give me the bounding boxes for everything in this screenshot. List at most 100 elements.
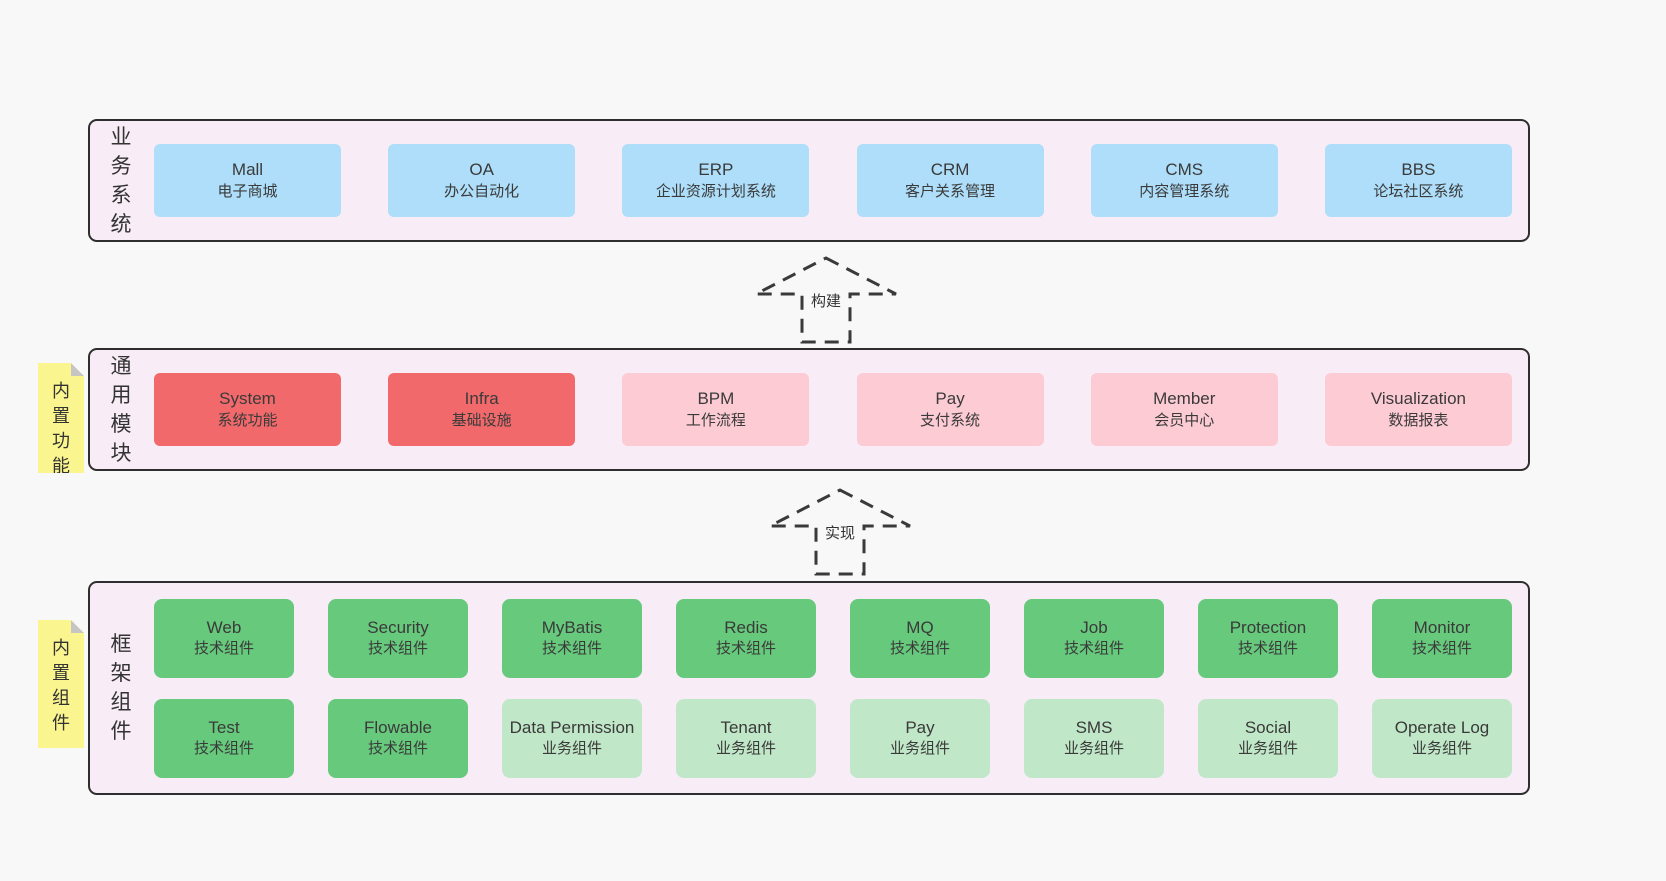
components-row-1: Web 技术组件 Security 技术组件 MyBatis 技术组件 Redi… bbox=[154, 598, 1512, 678]
sticky-note-text: 内置功能 bbox=[52, 381, 70, 476]
box-subtitle: 数据报表 bbox=[1388, 411, 1449, 429]
box-subtitle: 业务组件 bbox=[889, 740, 950, 758]
box-subtitle: 技术组件 bbox=[1237, 640, 1298, 658]
sticky-fold-corner bbox=[71, 620, 84, 633]
box-subtitle: 电子商城 bbox=[217, 182, 278, 200]
box-subtitle: 技术组件 bbox=[367, 740, 428, 758]
box-title: System bbox=[219, 389, 276, 409]
box-title: Redis bbox=[724, 617, 768, 637]
box-title: BPM bbox=[697, 389, 735, 409]
box-security: Security 技术组件 bbox=[328, 598, 468, 678]
box-title: OA bbox=[469, 160, 494, 180]
box-title: Data Permission bbox=[509, 717, 635, 737]
box-title: CMS bbox=[1165, 160, 1204, 180]
box-subtitle: 论坛社区系统 bbox=[1373, 182, 1464, 200]
box-title: Job bbox=[1080, 617, 1108, 637]
arrow-implement: 实现 bbox=[765, 488, 915, 576]
section-modules-label: 通用模块 bbox=[110, 354, 132, 465]
sticky-note-built-in-features: 内置功能 bbox=[38, 363, 84, 473]
components-row-2: Test 技术组件 Flowable 技术组件 Data Permission … bbox=[154, 698, 1512, 778]
box-title: Operate Log bbox=[1394, 717, 1490, 737]
box-subtitle: 会员中心 bbox=[1154, 411, 1215, 429]
box-flowable: Flowable 技术组件 bbox=[328, 698, 468, 778]
box-social: Social 业务组件 bbox=[1198, 698, 1338, 778]
box-title: Infra bbox=[464, 389, 499, 409]
box-operate-log: Operate Log 业务组件 bbox=[1372, 698, 1512, 778]
box-title: Mall bbox=[231, 160, 264, 180]
box-title: Pay bbox=[905, 717, 935, 737]
box-title: Protection bbox=[1229, 617, 1307, 637]
box-title: MQ bbox=[906, 617, 934, 637]
box-subtitle: 业务组件 bbox=[541, 740, 602, 758]
box-subtitle: 技术组件 bbox=[193, 640, 254, 658]
arrow-implement-label: 实现 bbox=[819, 521, 861, 544]
box-test: Test 技术组件 bbox=[154, 698, 294, 778]
box-subtitle: 业务组件 bbox=[715, 740, 776, 758]
box-pay-module: Pay 支付系统 bbox=[856, 373, 1044, 446]
box-title: BBS bbox=[1401, 160, 1436, 180]
box-member: Member 会员中心 bbox=[1090, 373, 1278, 446]
box-title: Monitor bbox=[1413, 617, 1471, 637]
box-mall: Mall 电子商城 bbox=[154, 144, 341, 217]
box-redis: Redis 技术组件 bbox=[676, 598, 816, 678]
box-subtitle: 技术组件 bbox=[193, 740, 254, 758]
box-job: Job 技术组件 bbox=[1024, 598, 1164, 678]
box-title: Test bbox=[208, 717, 240, 737]
box-tenant: Tenant 业务组件 bbox=[676, 698, 816, 778]
dashed-up-arrow-icon bbox=[755, 256, 897, 344]
section-common-modules: 通用模块 System 系统功能 Infra 基础设施 BPM 工作流程 Pay… bbox=[88, 348, 1530, 471]
box-title: Member bbox=[1153, 389, 1216, 409]
components-rows: Web 技术组件 Security 技术组件 MyBatis 技术组件 Redi… bbox=[154, 598, 1512, 778]
box-subtitle: 业务组件 bbox=[1063, 740, 1124, 758]
box-subtitle: 技术组件 bbox=[1063, 640, 1124, 658]
box-system: System 系统功能 bbox=[154, 373, 341, 446]
section-framework-components: 框架组件 Web 技术组件 Security 技术组件 MyBatis 技术组件… bbox=[88, 581, 1530, 795]
box-subtitle: 客户关系管理 bbox=[905, 182, 996, 200]
box-title: Web bbox=[206, 617, 242, 637]
modules-boxes-row: System 系统功能 Infra 基础设施 BPM 工作流程 Pay 支付系统… bbox=[154, 373, 1512, 446]
box-subtitle: 业务组件 bbox=[1237, 740, 1298, 758]
box-web: Web 技术组件 bbox=[154, 598, 294, 678]
box-monitor: Monitor 技术组件 bbox=[1372, 598, 1512, 678]
box-subtitle: 业务组件 bbox=[1411, 740, 1472, 758]
box-title: CRM bbox=[930, 160, 970, 180]
box-title: ERP bbox=[698, 160, 734, 180]
box-title: Flowable bbox=[363, 717, 433, 737]
section-business-systems: 业务系统 Mall 电子商城 OA 办公自动化 ERP 企业资源计划系统 CRM… bbox=[88, 119, 1530, 242]
box-subtitle: 基础设施 bbox=[451, 411, 512, 429]
box-data-permission: Data Permission 业务组件 bbox=[502, 698, 642, 778]
box-title: Tenant bbox=[720, 717, 772, 737]
box-title: MyBatis bbox=[541, 617, 603, 637]
box-mq: MQ 技术组件 bbox=[850, 598, 990, 678]
box-subtitle: 企业资源计划系统 bbox=[655, 182, 776, 200]
box-subtitle: 内容管理系统 bbox=[1139, 182, 1230, 200]
section-business-label: 业务系统 bbox=[110, 125, 132, 236]
box-bpm: BPM 工作流程 bbox=[622, 373, 810, 446]
box-subtitle: 技术组件 bbox=[367, 640, 428, 658]
box-subtitle: 技术组件 bbox=[715, 640, 776, 658]
box-erp: ERP 企业资源计划系统 bbox=[622, 144, 810, 217]
sticky-note-built-in-components: 内置组件 bbox=[38, 620, 84, 748]
box-oa: OA 办公自动化 bbox=[388, 144, 576, 217]
box-protection: Protection 技术组件 bbox=[1198, 598, 1338, 678]
box-title: Pay bbox=[935, 389, 965, 409]
box-subtitle: 技术组件 bbox=[1411, 640, 1472, 658]
business-boxes-row: Mall 电子商城 OA 办公自动化 ERP 企业资源计划系统 CRM 客户关系… bbox=[154, 144, 1512, 217]
box-cms: CMS 内容管理系统 bbox=[1090, 144, 1278, 217]
box-title: Social bbox=[1244, 717, 1292, 737]
box-subtitle: 工作流程 bbox=[685, 411, 746, 429]
box-title: Visualization bbox=[1370, 389, 1466, 409]
sticky-fold-corner bbox=[71, 363, 84, 376]
box-subtitle: 办公自动化 bbox=[444, 182, 520, 200]
box-pay-component: Pay 业务组件 bbox=[850, 698, 990, 778]
box-infra: Infra 基础设施 bbox=[388, 373, 576, 446]
dashed-up-arrow-icon bbox=[769, 488, 911, 576]
box-title: Security bbox=[367, 617, 429, 637]
box-subtitle: 系统功能 bbox=[217, 411, 278, 429]
box-sms: SMS 业务组件 bbox=[1024, 698, 1164, 778]
box-subtitle: 技术组件 bbox=[889, 640, 950, 658]
box-title: SMS bbox=[1075, 717, 1113, 737]
box-bbs: BBS 论坛社区系统 bbox=[1324, 144, 1512, 217]
arrow-build: 构建 bbox=[751, 256, 901, 344]
sticky-note-text: 内置组件 bbox=[52, 638, 70, 733]
